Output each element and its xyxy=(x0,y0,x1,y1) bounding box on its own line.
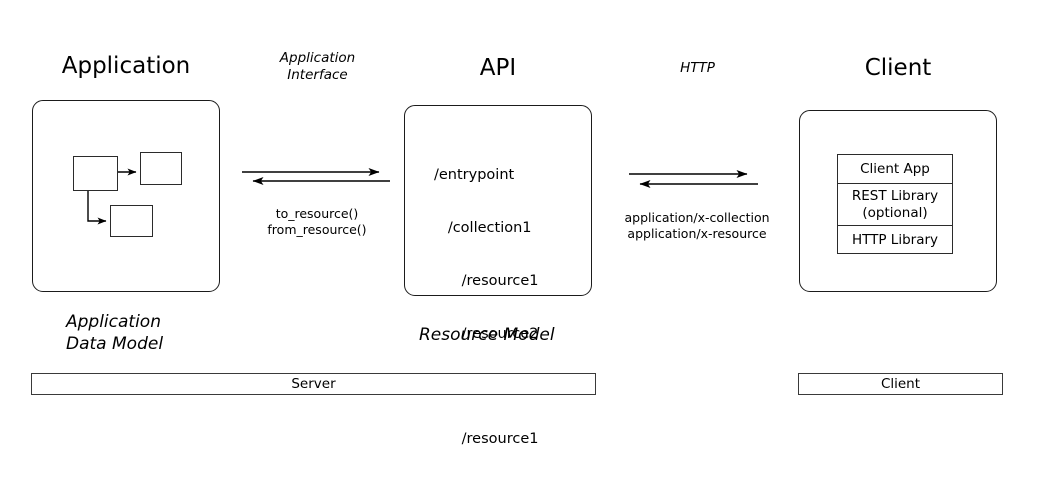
link-sublabel-resource-methods: to_resource() from_resource() xyxy=(242,206,392,238)
link-sublabel-line: application/x-resource xyxy=(627,226,767,241)
link-sublabel-line: from_resource() xyxy=(267,222,367,237)
server-span-label: Server xyxy=(291,376,336,392)
client-span-label: Client xyxy=(880,376,921,392)
column-title-api: API xyxy=(479,55,517,81)
caption-resource-model: Resource Model xyxy=(419,324,639,346)
stack-cell-line: Client App xyxy=(860,160,930,177)
column-title-application: Application xyxy=(61,53,191,79)
stack-cell-line: REST Library xyxy=(851,187,939,204)
application-box xyxy=(32,100,220,292)
client-span-bar: Client xyxy=(798,373,1003,395)
link-title-line: Interface xyxy=(287,67,348,83)
api-resource-tree: /entrypoint /collection1 /resource1 /res… xyxy=(434,132,584,477)
stack-cell-line: HTTP Library xyxy=(851,232,939,248)
application-object-tertiary xyxy=(110,205,153,237)
application-object-secondary xyxy=(140,152,182,185)
resource-tree-line: /resource1 xyxy=(434,431,539,448)
stack-cell-http-library: HTTP Library xyxy=(838,226,952,255)
resource-tree-line: /resource1 xyxy=(434,272,539,289)
stack-cell-client-app: Client App xyxy=(838,155,952,184)
link-title-line: Application xyxy=(279,50,356,66)
link-title-line: HTTP xyxy=(680,60,715,76)
resource-tree-line: /collection1 xyxy=(434,219,532,236)
stack-cell-rest-library: REST Library (optional) xyxy=(838,184,952,226)
caption-line: Application xyxy=(66,312,161,332)
application-object-primary xyxy=(73,156,118,191)
api-box xyxy=(404,105,592,296)
caption-line: Resource Model xyxy=(419,325,555,345)
resource-tree-line: /entrypoint xyxy=(434,167,515,184)
link-sublabel-media-types: application/x-collection application/x-r… xyxy=(607,210,787,242)
resource-tree-line: /resource2 xyxy=(434,325,539,342)
column-title-client: Client xyxy=(864,55,932,81)
caption-line: Data Model xyxy=(66,334,164,354)
link-sublabel-line: to_resource() xyxy=(275,206,359,221)
stack-cell-line: (optional) xyxy=(862,204,928,221)
client-library-stack: Client App REST Library (optional) HTTP … xyxy=(837,154,953,254)
caption-application-data-model: Application Data Model xyxy=(66,311,266,355)
link-label-http: HTTP xyxy=(625,60,770,77)
server-span-bar: Server xyxy=(31,373,596,395)
link-label-application-interface: Application Interface xyxy=(245,50,390,84)
link-sublabel-line: application/x-collection xyxy=(624,210,770,225)
